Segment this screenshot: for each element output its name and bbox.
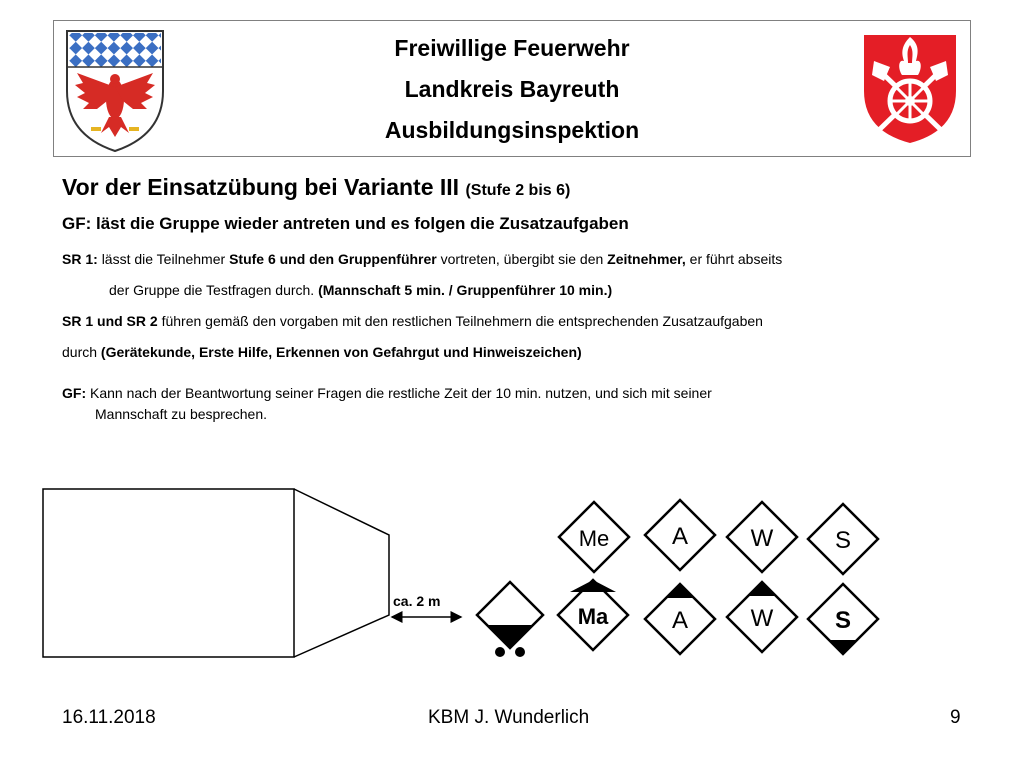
- svg-text:Ma: Ma: [578, 604, 609, 629]
- gf-line1: GF: Kann nach der Beantwortung seiner Fr…: [62, 385, 712, 401]
- sr1-bold2: Zeitnehmer,: [607, 251, 686, 267]
- vehicle-cab: [293, 488, 390, 658]
- svg-text:S: S: [835, 527, 851, 554]
- sr1-text1: lässt die Teilnehmer: [101, 251, 226, 267]
- svg-text:A: A: [672, 607, 688, 634]
- symbol-s-marked-icon: S: [806, 582, 880, 656]
- fire-brigade-emblem-icon: [864, 35, 956, 143]
- symbol-ma-icon: Ma: [556, 578, 630, 652]
- sr1-bold3: (Mannschaft 5 min. / Gruppenführer 10 mi…: [318, 282, 613, 298]
- symbol-w-icon: W: [725, 500, 799, 574]
- hazard-symbol-empty-icon: [475, 580, 545, 657]
- sr1-text4: der Gruppe die Testfragen durch.: [109, 282, 315, 298]
- header-title-line1: Freiwillige Feuerwehr: [394, 35, 630, 61]
- header-box: Freiwillige Feuerwehr Landkreis Bayreuth…: [53, 20, 971, 157]
- sr1-text2: vortreten, übergibt sie den: [440, 251, 604, 267]
- footer-date: 16.11.2018: [62, 707, 156, 728]
- symbol-s-icon: S: [806, 502, 880, 576]
- sr12-text2: durch: [62, 344, 98, 360]
- sr12-text1: führen gemäß den vorgaben mit den restli…: [161, 313, 763, 329]
- page-number: 9: [950, 707, 961, 728]
- sr1-label: SR 1:: [62, 251, 98, 267]
- gf-text1: Kann nach der Beantwortung seiner Fragen…: [90, 385, 712, 401]
- symbol-me-icon: Me: [557, 500, 631, 574]
- sr12-bold1: (Gerätekunde, Erste Hilfe, Erkennen von …: [100, 344, 582, 360]
- heading-main: Vor der Einsatzübung bei Variante III: [62, 174, 460, 200]
- section-heading: Vor der Einsatzübung bei Variante III (S…: [62, 174, 570, 201]
- gf-subheading: GF: läst die Gruppe wieder antreten und …: [62, 214, 629, 233]
- sr12-line1: SR 1 und SR 2 führen gemäß den vorgaben …: [62, 313, 763, 329]
- sr12-line2: durch (Gerätekunde, Erste Hilfe, Erkenne…: [62, 344, 582, 360]
- vehicle-diagram: ca. 2 m Me A W S Ma A W S: [42, 488, 880, 658]
- svg-text:S: S: [835, 607, 851, 634]
- symbol-a-marked-icon: A: [643, 582, 717, 656]
- footer-author: KBM J. Wunderlich: [428, 707, 590, 728]
- header-title-line2: Landkreis Bayreuth: [404, 76, 620, 102]
- distance-label: ca. 2 m: [393, 593, 440, 609]
- vehicle-body: [42, 488, 295, 658]
- sr1-text3: er führt abseits: [689, 251, 783, 267]
- symbol-a-icon: A: [643, 498, 717, 572]
- svg-text:A: A: [672, 523, 688, 550]
- gf-label: GF:: [62, 385, 87, 401]
- svg-text:W: W: [751, 525, 774, 552]
- sr12-label: SR 1 und SR 2: [62, 313, 158, 329]
- sr1-bold1: Stufe 6 und den Gruppenführer: [229, 251, 437, 267]
- header-title-line3: Ausbildungsinspektion: [384, 117, 640, 143]
- sr1-line2: der Gruppe die Testfragen durch. (Mannsc…: [109, 282, 612, 298]
- sr1-line1: SR 1: lässt die Teilnehmer Stufe 6 und d…: [62, 251, 782, 267]
- heading-sub: (Stufe 2 bis 6): [465, 182, 571, 199]
- symbol-w-marked-icon: W: [725, 580, 799, 654]
- gf-line2: Mannschaft zu besprechen.: [95, 406, 267, 422]
- svg-text:W: W: [751, 605, 774, 632]
- coat-of-arms-bayreuth-icon: [66, 30, 164, 153]
- svg-text:Me: Me: [579, 526, 610, 551]
